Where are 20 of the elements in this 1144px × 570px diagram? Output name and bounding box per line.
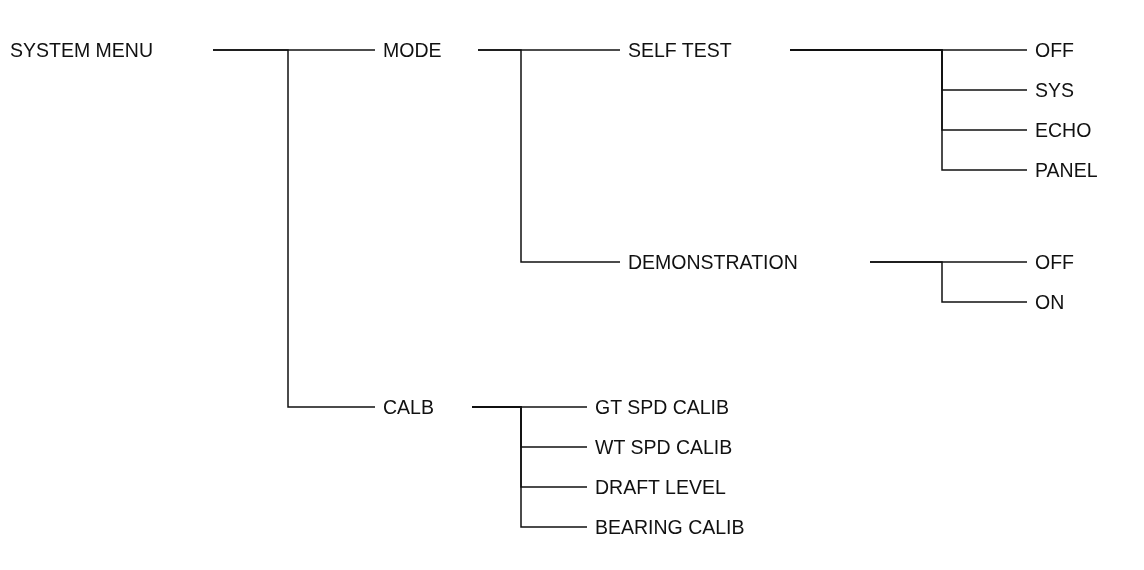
menu-item-label: MODE [383, 38, 442, 62]
connector-line [869, 261, 1028, 303]
menu-item-label: OFF [1035, 38, 1074, 62]
connector-line [212, 49, 376, 408]
menu-item-label: PANEL [1035, 158, 1098, 182]
menu-item-label: SYS [1035, 78, 1075, 102]
connector-line [477, 49, 621, 263]
connector-line [789, 49, 1028, 171]
menu-item-label: SELF TEST [628, 38, 732, 62]
menu-item-label: CALB [383, 395, 434, 419]
menu-item-label: SYSTEM MENU [10, 38, 153, 62]
menu-item-label: WT SPD CALIB [595, 435, 733, 459]
menu-item-label: DRAFT LEVEL [595, 475, 726, 499]
menu-item-label: BEARING CALIB [595, 515, 745, 539]
menu-item-label: GT SPD CALIB [595, 395, 729, 419]
connector-line [471, 406, 588, 528]
menu-item-label: DEMONSTRATION [628, 250, 798, 274]
menu-item-label: OFF [1035, 250, 1074, 274]
menu-item-label: ECHO [1035, 118, 1092, 142]
menu-item-label: ON [1035, 290, 1065, 314]
